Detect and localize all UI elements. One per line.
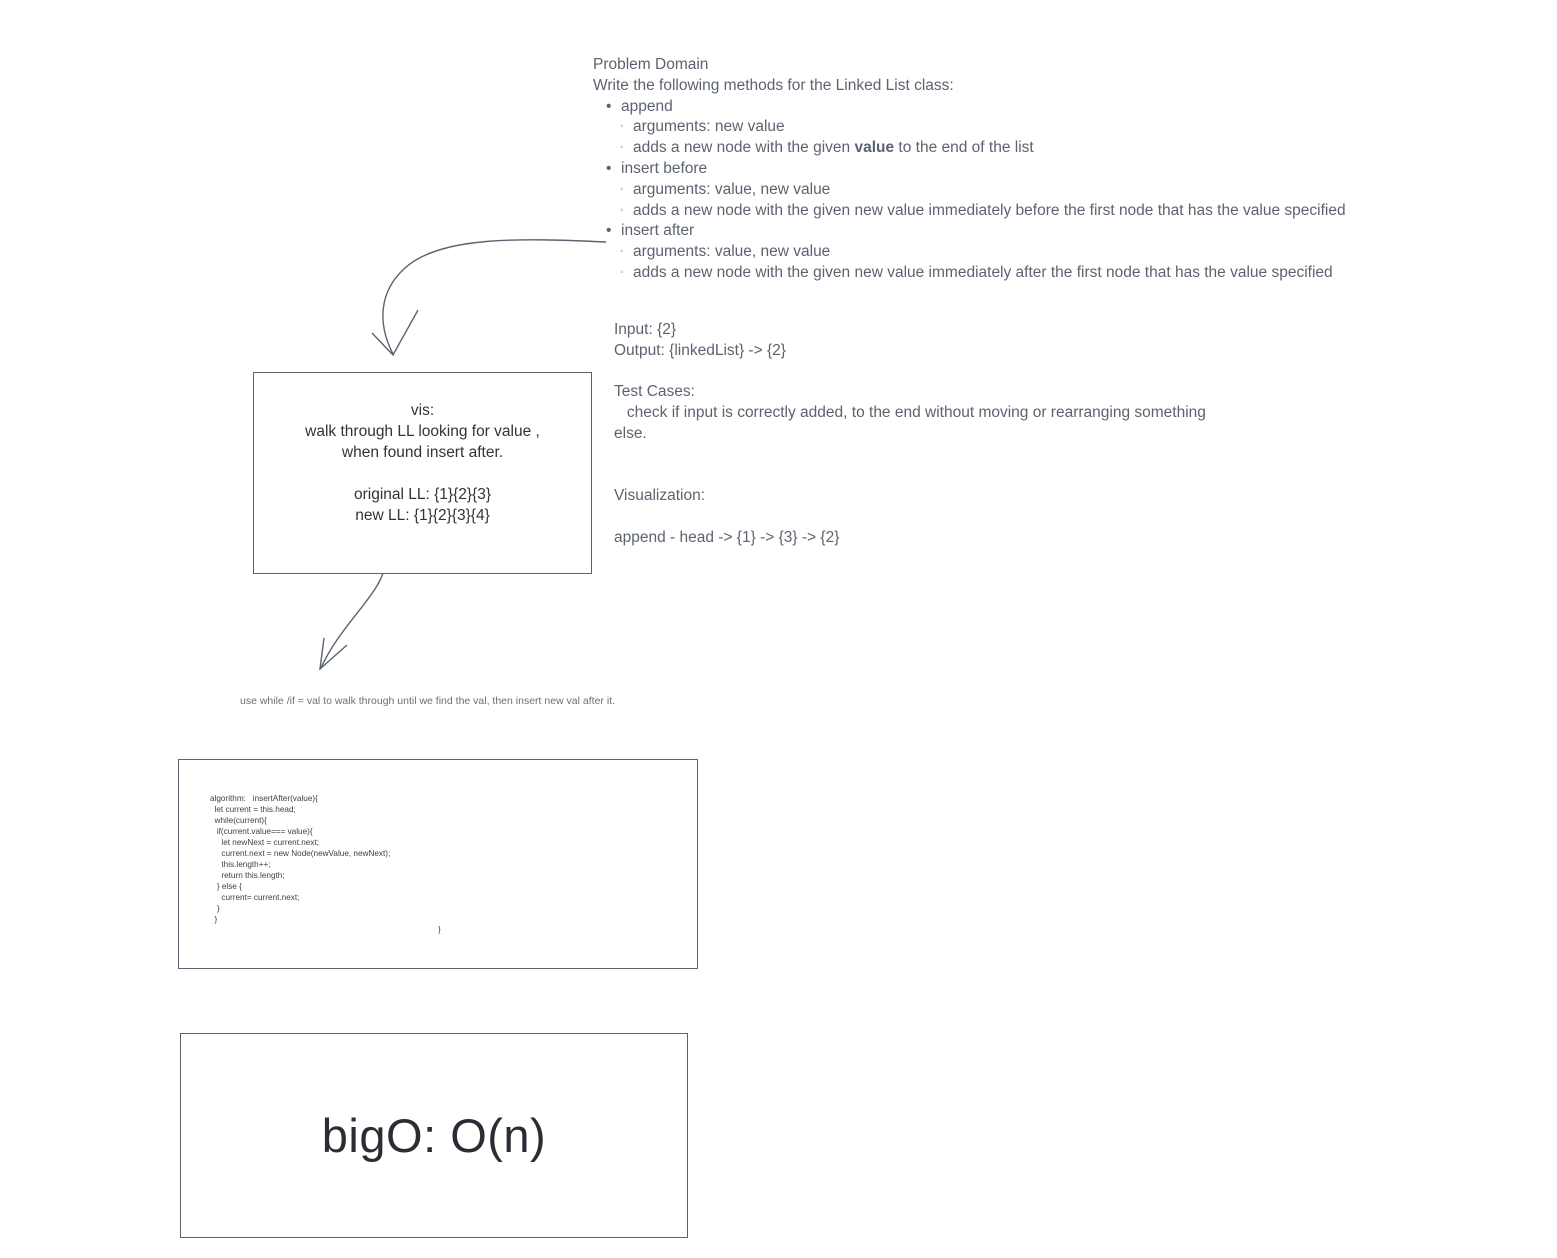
arrow-to-vis-box bbox=[382, 239, 607, 355]
vis-box-line-3: when found insert after. bbox=[341, 444, 504, 461]
vis-box-line-5: new LL: {1}{2}{3}{4} bbox=[355, 507, 490, 524]
vis-box: vis: walk through LL looking for value ,… bbox=[253, 372, 592, 574]
output-text: Output: {linkedList} -> {2} bbox=[614, 342, 786, 359]
method-append-arguments: arguments: new value bbox=[593, 117, 1346, 138]
method-insert-before-arguments: arguments: value, new value bbox=[593, 180, 1346, 201]
input-text: Input: {2} bbox=[614, 321, 677, 338]
method-append-description-bold: value bbox=[854, 139, 895, 157]
method-append-description: adds a new node with the given value to … bbox=[593, 138, 1346, 159]
test-cases-line-1: check if input is correctly added, to th… bbox=[614, 404, 1206, 421]
method-append-description-end: to the end of the list bbox=[894, 139, 1034, 157]
arrow-to-note-head bbox=[319, 637, 348, 671]
algorithm-box bbox=[178, 759, 698, 969]
method-insert-before-description: adds a new node with the given new value… bbox=[593, 201, 1346, 222]
arrow-to-note bbox=[320, 565, 386, 669]
vis-box-line-4: original LL: {1}{2}{3} bbox=[353, 486, 492, 503]
test-cases-line-2: else. bbox=[614, 425, 647, 442]
problem-domain-title: Problem Domain bbox=[593, 56, 709, 73]
vis-box-line-2: walk through LL looking for value , bbox=[305, 423, 540, 440]
method-append-description-start: adds a new node with the given bbox=[633, 139, 855, 157]
method-append: append bbox=[593, 97, 1346, 118]
visualization-line: append - head -> {1} -> {3} -> {2} bbox=[614, 529, 840, 546]
test-cases-title: Test Cases: bbox=[614, 383, 695, 400]
visualization-title: Visualization: bbox=[614, 487, 706, 504]
method-insert-before: insert before bbox=[593, 159, 1346, 180]
arrow-to-vis-box-head bbox=[371, 309, 419, 357]
algorithm-code: algorithm: insertAfter(value){ let curre… bbox=[210, 794, 391, 924]
vis-box-spacer bbox=[254, 463, 591, 484]
problem-domain: Problem Domain Write the following metho… bbox=[593, 55, 1346, 284]
method-insert-after: insert after bbox=[593, 221, 1346, 242]
vis-box-line-1: vis: bbox=[410, 402, 435, 419]
big-o-text: bigO: O(n) bbox=[321, 1109, 547, 1162]
big-o-box: bigO: O(n) bbox=[180, 1033, 688, 1238]
algorithm-note: use while /if = val to walk through unti… bbox=[240, 695, 615, 707]
algorithm-closing-brace: } bbox=[438, 925, 441, 934]
method-insert-after-arguments: arguments: value, new value bbox=[593, 242, 1346, 263]
method-insert-after-description: adds a new node with the given new value… bbox=[593, 263, 1346, 284]
problem-domain-intro: Write the following methods for the Link… bbox=[593, 76, 954, 94]
